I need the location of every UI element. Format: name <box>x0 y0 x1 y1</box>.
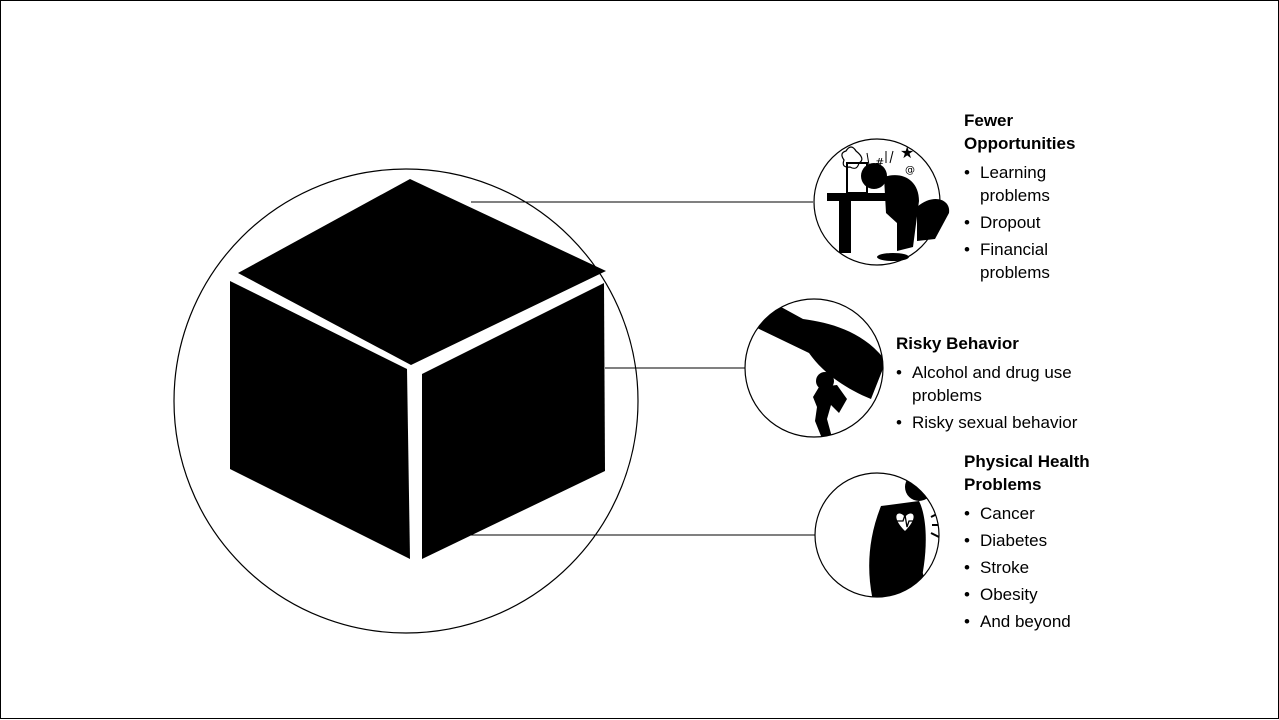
svg-text:@: @ <box>905 165 915 176</box>
bullet-list: Alcohol and drug use problems Risky sexu… <box>896 361 1116 434</box>
list-item: Risky sexual behavior <box>896 411 1116 434</box>
black-box-cube-icon <box>230 179 606 559</box>
section-heading: Risky Behavior <box>896 334 1019 353</box>
section-heading: Fewer Opportunities <box>964 111 1076 153</box>
list-item: Dropout <box>964 211 1099 234</box>
svg-text:★: ★ <box>900 143 914 162</box>
section-risky-behavior: Risky Behavior Alcohol and drug use prob… <box>896 332 1116 438</box>
section-heading: Physical Health Problems <box>964 452 1090 494</box>
svg-text:#: # <box>875 156 884 169</box>
bullet-list: Learning problems Dropout Financial prob… <box>964 161 1099 284</box>
list-item: Cancer <box>964 502 1114 525</box>
person-carrying-bottle-icon <box>744 298 884 438</box>
list-item: And beyond <box>964 610 1114 633</box>
section-fewer-opportunities: Fewer Opportunities Learning problems Dr… <box>964 109 1099 288</box>
bullet-list: Cancer Diabetes Stroke Obesity And beyon… <box>964 502 1114 633</box>
list-item: Financial problems <box>964 238 1099 284</box>
person-heart-pain-icon <box>814 472 940 598</box>
list-item: Learning problems <box>964 161 1099 207</box>
list-item: Stroke <box>964 556 1114 579</box>
list-item: Diabetes <box>964 529 1114 552</box>
stressed-student-at-desk-icon: # ★ @ <box>813 138 950 266</box>
section-physical-health-problems: Physical Health Problems Cancer Diabetes… <box>964 450 1114 637</box>
list-item: Obesity <box>964 583 1114 606</box>
list-item: Alcohol and drug use problems <box>896 361 1116 407</box>
